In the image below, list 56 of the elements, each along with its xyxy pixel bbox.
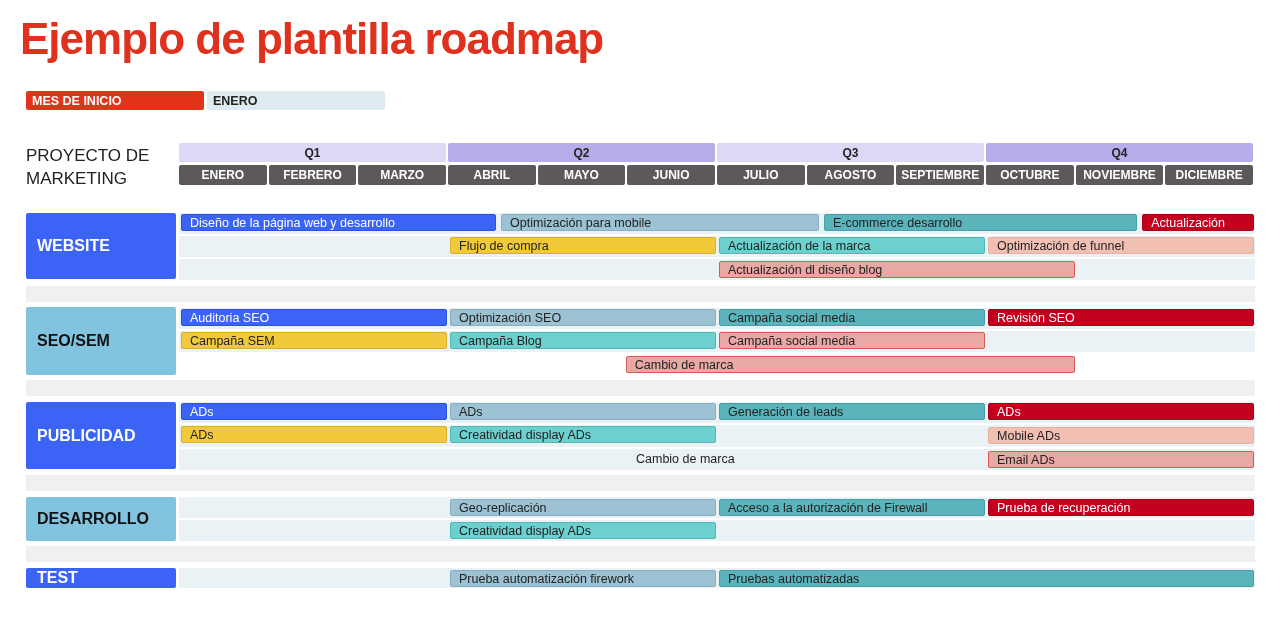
task-bar: Generación de leads: [719, 403, 985, 420]
header-cell: JUNIO: [627, 165, 715, 185]
task-bar: Creatividad display ADs: [450, 522, 716, 539]
header-cell: OCTUBRE: [986, 165, 1074, 185]
field-box: MES DE INICIO: [26, 91, 204, 110]
section-header: TEST: [26, 568, 176, 588]
section-header: WEBSITE: [26, 213, 176, 279]
task-bar: Campaña SEM: [181, 332, 447, 349]
task-bar: Actualización de la marca: [719, 237, 985, 254]
task-bar: Mobile ADs: [988, 427, 1254, 444]
task-bar: Email ADs: [988, 451, 1254, 468]
section-header: DESARROLLO: [26, 497, 176, 541]
task-bar: Campaña Blog: [450, 332, 716, 349]
task-bar: Actualización: [1142, 214, 1254, 231]
section-header: SEO/SEM: [26, 307, 176, 375]
task-bar: ADs: [450, 403, 716, 420]
task-bar: Pruebas automatizadas: [719, 570, 1255, 587]
task-bar: E-commerce desarrollo: [823, 214, 1138, 231]
header-cell: Q2: [448, 143, 715, 162]
task-bar: Cambio de marca: [625, 356, 1075, 373]
task-bar: Optimización de funnel: [988, 237, 1254, 254]
field-box: ENERO: [207, 91, 385, 110]
header-cell: Q1: [179, 143, 446, 162]
header-cell: SEPTIEMBRE: [896, 165, 984, 185]
task-bar: Auditoria SEO: [181, 309, 447, 326]
task-bar: ADs: [181, 403, 447, 420]
task-bar: Diseño de la página web y desarrollo: [181, 214, 497, 231]
task-bar: Campaña social media: [719, 309, 985, 326]
header-cell: MARZO: [358, 165, 446, 185]
title: Ejemplo de plantilla roadmap: [20, 14, 604, 64]
header-cell: AGOSTO: [806, 165, 895, 185]
task-bar: Creatividad display ADs: [450, 426, 716, 443]
section-header: PUBLICIDAD: [26, 402, 176, 469]
task-bar: Geo-replicación: [450, 499, 716, 516]
task-bar: ADs: [181, 426, 447, 443]
task-bar: Prueba automatización firework: [450, 570, 716, 587]
task-bar: Actualización dl diseño blog: [719, 261, 1075, 278]
header-cell: ABRIL: [448, 165, 536, 185]
task-bar: Revisión SEO: [988, 309, 1254, 326]
header-cell: FEBRERO: [268, 165, 357, 185]
header-cell: Q3: [717, 143, 984, 162]
header-cell: NOVIEMBRE: [1075, 165, 1164, 185]
task-bar: ADs: [988, 403, 1254, 420]
header-cell: DICIEMBRE: [1165, 165, 1253, 185]
task-bar: Prueba de recuperación: [988, 499, 1254, 516]
task-bar: Campaña social media: [719, 332, 985, 349]
header-cell: MAYO: [537, 165, 626, 185]
task-bar: Acceso a la autorización de Firewall: [719, 499, 985, 516]
header-cell: JULIO: [717, 165, 805, 185]
task-bar: Flujo de compra: [450, 237, 716, 254]
task-label: Cambio de marca: [636, 452, 735, 466]
project-label: PROYECTO DE MARKETING: [26, 145, 151, 190]
header-cell: ENERO: [179, 165, 267, 185]
task-bar: Optimización para mobile: [501, 214, 820, 231]
task-bar: Optimización SEO: [450, 309, 716, 326]
header-cell: Q4: [986, 143, 1253, 162]
